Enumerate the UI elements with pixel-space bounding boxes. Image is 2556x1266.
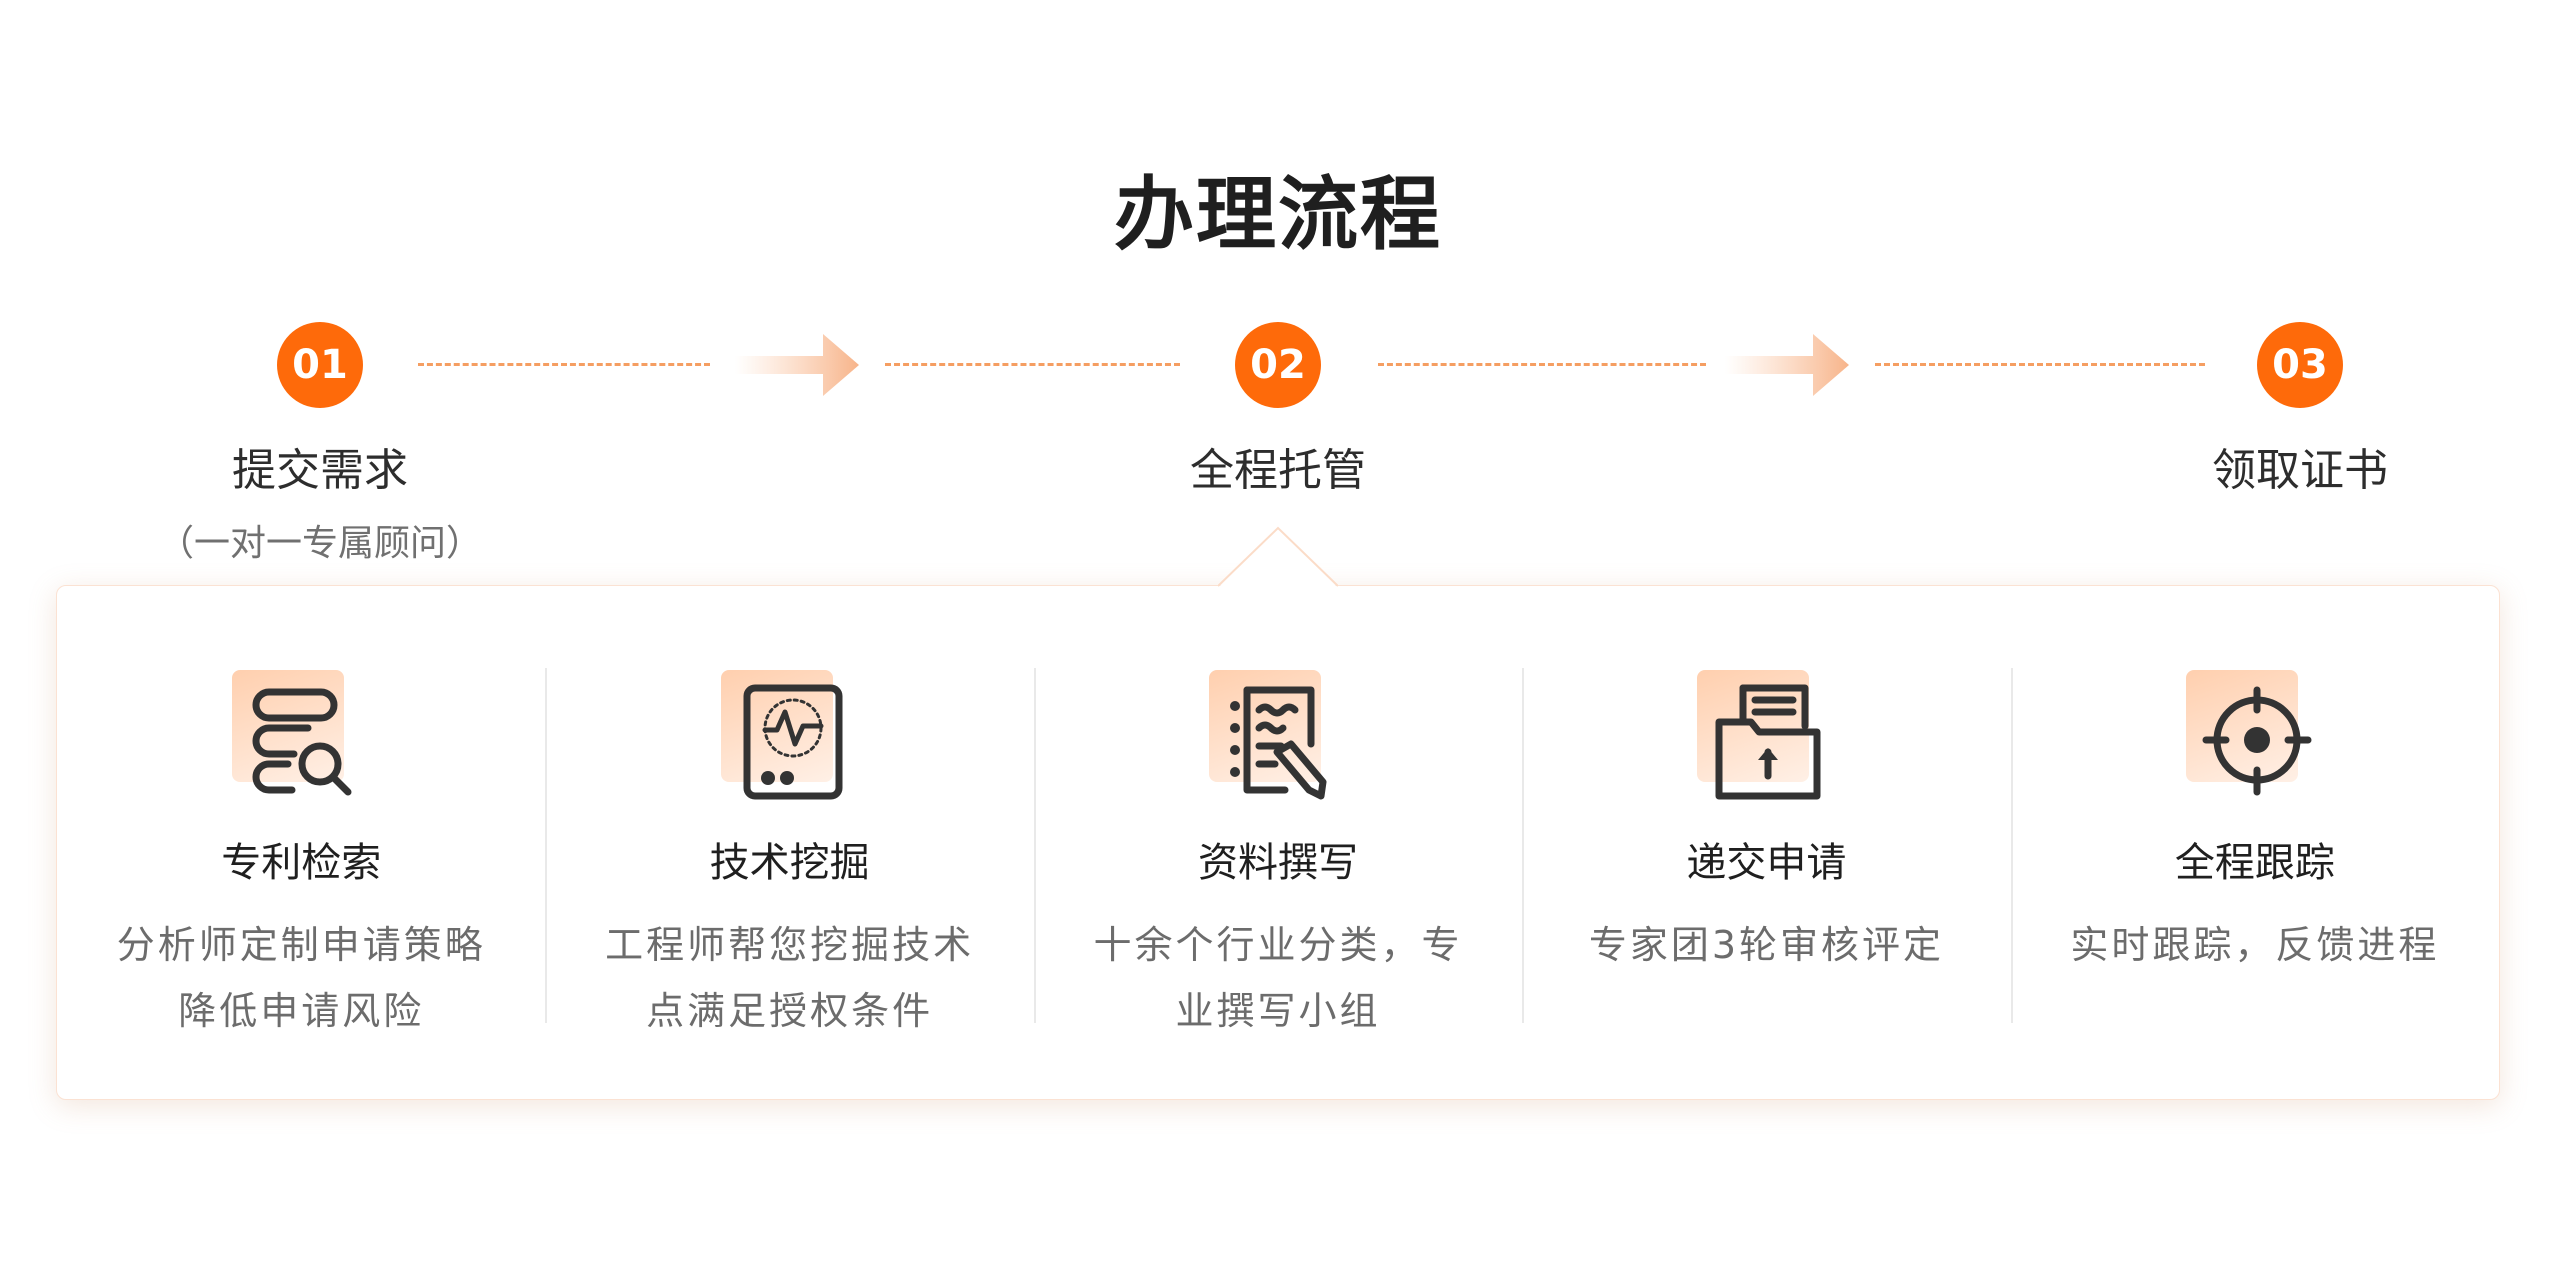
dashed-connector <box>418 363 710 366</box>
services-panel: 专利检索 分析师定制申请策略降低申请风险 <box>56 585 2500 1100</box>
dashed-connector <box>885 363 1180 366</box>
arrow-right-icon <box>735 334 859 396</box>
service-title: 全程跟踪 <box>2174 840 2335 886</box>
service-description: 分析师定制申请策略降低申请风险 <box>116 923 486 1033</box>
step-number-badge: 01 <box>277 322 363 408</box>
folder-upload-icon <box>1715 684 1821 800</box>
service-description: 十余个行业分类，专业撰写小组 <box>1093 923 1463 1033</box>
step-name: 领取证书 <box>2212 445 2388 496</box>
step-3: 03 领取证书 <box>2100 322 2500 498</box>
service-description: 工程师帮您挖掘技术点满足授权条件 <box>605 923 975 1033</box>
arrow-right-icon <box>1725 334 1849 396</box>
step-1: 01 提交需求 （一对一专属顾问） <box>120 322 520 566</box>
document-pen-icon <box>1230 686 1327 800</box>
service-title: 资料撰写 <box>1198 840 1359 886</box>
service-icon-container <box>2180 668 2330 818</box>
service-description: 实时跟踪，反馈进程 <box>2070 923 2440 967</box>
service-item: 专利检索 分析师定制申请策略降低申请风险 <box>57 586 545 1099</box>
service-title: 技术挖掘 <box>709 840 870 886</box>
target-crosshair-icon <box>2202 686 2312 796</box>
dashed-connector <box>1378 363 1706 366</box>
page-title: 办理流程 <box>1114 168 1442 261</box>
step-number-badge: 02 <box>1235 322 1321 408</box>
service-item: 资料撰写 十余个行业分类，专业撰写小组 <box>1033 586 1522 1099</box>
step-subtitle: （一对一专属顾问） <box>157 523 482 564</box>
panel-pointer <box>1218 526 1338 588</box>
service-icon-container <box>1691 668 1841 818</box>
step-2: 02 全程托管 <box>1078 322 1478 498</box>
database-search-icon <box>252 688 352 796</box>
service-icon-container <box>715 668 865 818</box>
services-list: 专利检索 分析师定制申请策略降低申请风险 <box>57 586 2499 1099</box>
step-number-badge: 03 <box>2257 322 2343 408</box>
service-title: 专利检索 <box>221 840 382 886</box>
service-icon-container <box>1203 668 1353 818</box>
service-title: 递交申请 <box>1686 840 1847 886</box>
service-item: 全程跟踪 实时跟踪，反馈进程 <box>2010 586 2499 1099</box>
pulse-monitor-icon <box>743 684 843 800</box>
step-name: 全程托管 <box>1190 445 1366 496</box>
service-description: 专家团3轮审核评定 <box>1588 923 1945 967</box>
service-item: 递交申请 专家团3轮审核评定 <box>1522 586 2010 1099</box>
service-item: 技术挖掘 工程师帮您挖掘技术点满足授权条件 <box>545 586 1033 1099</box>
dashed-connector <box>1875 363 2205 366</box>
service-icon-container <box>226 668 376 818</box>
step-name: 提交需求 <box>232 445 408 496</box>
